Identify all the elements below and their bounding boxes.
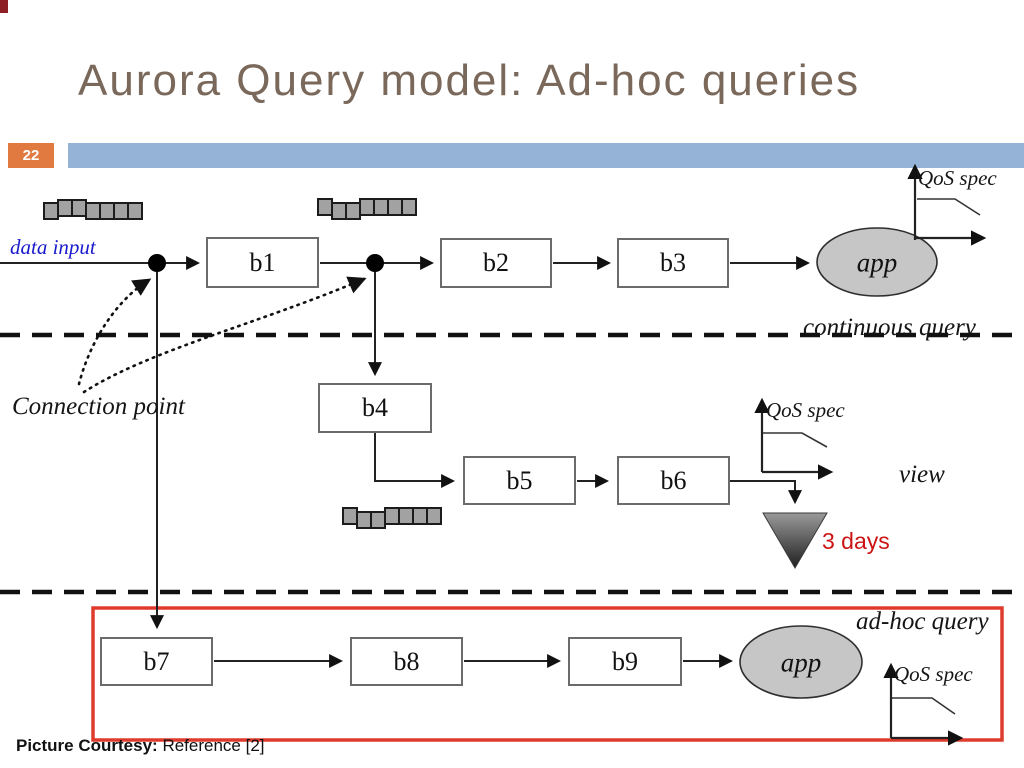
view-storage-triangle (762, 512, 828, 569)
operator-box-b2: b2 (440, 238, 552, 288)
queue-segment (127, 202, 143, 220)
qos-chart-top (907, 163, 987, 246)
connection-point-label: Connection point (12, 393, 185, 420)
flow-b4-to-b5 (374, 433, 456, 488)
data-input-label: data input (10, 235, 96, 259)
qos-bottom-curve (892, 697, 956, 715)
operator-box-b7: b7 (100, 637, 213, 686)
connection-point-dot-2 (366, 254, 384, 272)
app-label-2: app (780, 647, 822, 678)
tuple-queue-3 (342, 507, 442, 529)
queue-segment (401, 198, 417, 216)
flow-b6-to-view-store (730, 480, 802, 505)
operator-box-b4: b4 (318, 383, 432, 433)
qos-spec-label-mid: QoS spec (766, 398, 845, 422)
adhoc-query-region-box (91, 606, 1004, 742)
continuous-query-label: continuous query (803, 314, 976, 341)
view-label: view (899, 461, 945, 488)
operator-box-b3: b3 (617, 238, 729, 288)
qos-spec-label-bottom: QoS spec (894, 662, 973, 686)
tuple-queue-1 (43, 199, 143, 220)
connection-point-dot-1 (148, 254, 166, 272)
corner-accent-mark (0, 0, 8, 13)
app-label-1: app (856, 247, 898, 278)
header-accent-bar (68, 143, 1024, 168)
footer-reference-text: Reference [2] (162, 736, 265, 755)
qos-top-curve (917, 198, 981, 216)
operator-box-b8: b8 (350, 637, 463, 686)
footer-bold-text: Picture Courtesy: (16, 736, 158, 755)
slide-title: Aurora Query model: Ad-hoc queries (78, 56, 861, 105)
qos-spec-label-top: QoS spec (918, 166, 997, 190)
operator-box-b9: b9 (568, 637, 682, 686)
tuple-queue-2 (317, 198, 417, 220)
qos-mid-curve (763, 432, 828, 448)
three-days-label: 3 days (822, 528, 890, 554)
adhoc-query-label: ad-hoc query (856, 608, 989, 635)
operator-box-b1: b1 (206, 237, 319, 288)
queue-segment (426, 507, 442, 525)
app-ellipse-2 (739, 625, 863, 699)
app-ellipse-1 (816, 227, 938, 297)
qos-chart-bottom (883, 662, 964, 746)
slide-number-badge: 22 (8, 143, 54, 168)
picture-courtesy-footer: Picture Courtesy: Reference [2] (16, 736, 265, 756)
operator-box-b5: b5 (463, 456, 576, 505)
dotted-arrow-to-connection1 (77, 278, 152, 386)
qos-chart-mid (754, 397, 834, 480)
operator-box-b6: b6 (617, 456, 730, 505)
